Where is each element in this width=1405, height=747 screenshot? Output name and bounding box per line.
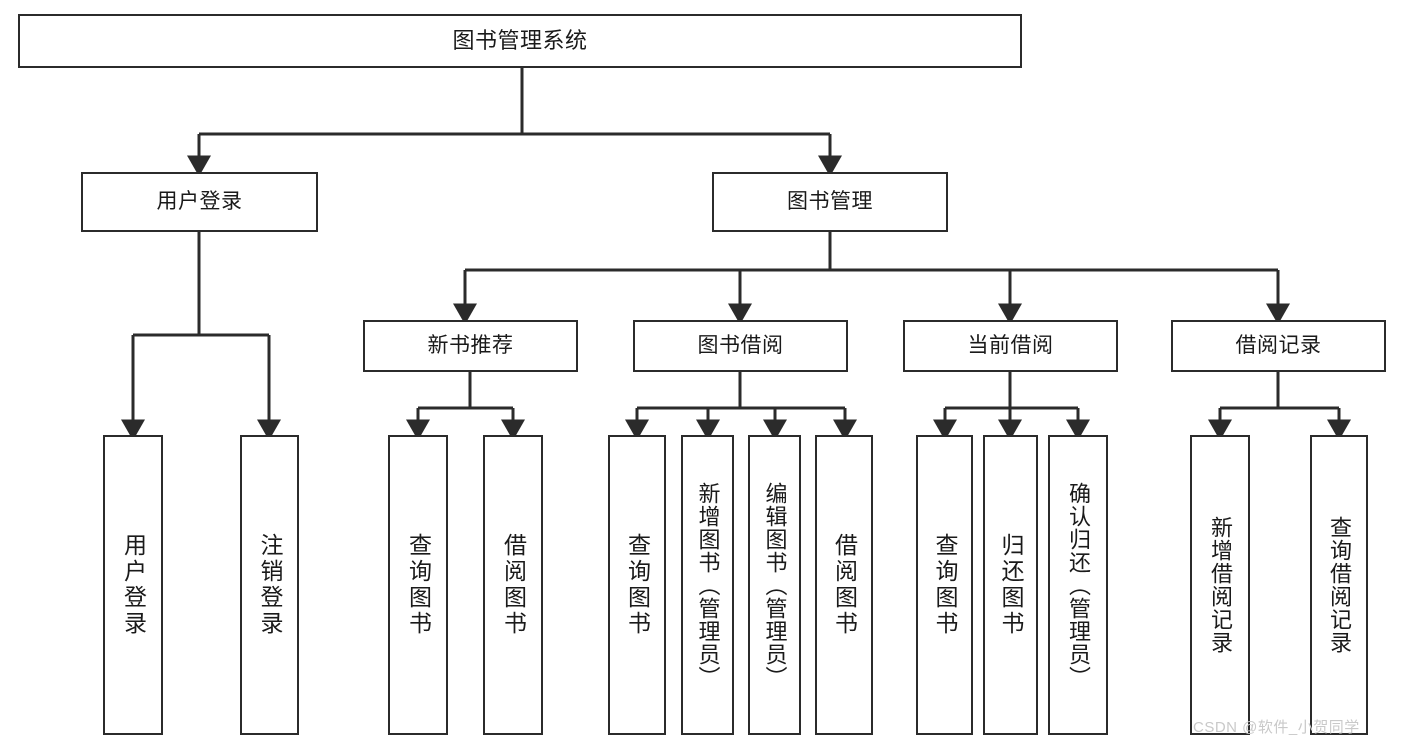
node-label: 查询图书 — [624, 533, 651, 637]
node-label: 新增图书（管理员） — [695, 481, 721, 689]
node-label: 查询借阅记录 — [1327, 516, 1352, 654]
node-book-borrowing[interactable]: 图书借阅 — [633, 320, 848, 372]
leaf-logout[interactable]: 注销登录 — [240, 435, 299, 735]
node-label: 新书推荐 — [427, 334, 514, 358]
node-borrowing-records[interactable]: 借阅记录 — [1171, 320, 1386, 372]
leaf-query-books-new[interactable]: 查询图书 — [388, 435, 448, 735]
node-label: 查询图书 — [932, 533, 958, 637]
node-label: 查询图书 — [405, 533, 432, 637]
leaf-add-book-admin[interactable]: 新增图书（管理员） — [681, 435, 734, 735]
csdn-watermark: CSDN @软件_小贺同学 — [1193, 719, 1360, 736]
node-new-book-recommendation[interactable]: 新书推荐 — [363, 320, 578, 372]
node-label: 当前借阅 — [967, 334, 1054, 358]
node-label: 借阅图书 — [500, 533, 527, 637]
leaf-query-borrow-record[interactable]: 查询借阅记录 — [1310, 435, 1368, 735]
leaf-confirm-return-admin[interactable]: 确认归还（管理员） — [1048, 435, 1108, 735]
leaf-user-login[interactable]: 用户登录 — [103, 435, 163, 735]
node-label: 注销登录 — [257, 533, 283, 637]
node-label: 图书借阅 — [697, 334, 784, 358]
node-label: 图书管理 — [787, 190, 873, 214]
leaf-query-books-borrow[interactable]: 查询图书 — [608, 435, 666, 735]
node-current-borrowing[interactable]: 当前借阅 — [903, 320, 1118, 372]
leaf-borrow-books-new[interactable]: 借阅图书 — [483, 435, 543, 735]
node-label: 用户登录 — [156, 190, 243, 214]
node-label: 归还图书 — [998, 533, 1024, 637]
node-label: 确认归还（管理员） — [1066, 481, 1091, 689]
node-label: 图书管理系统 — [452, 27, 588, 53]
leaf-return-books[interactable]: 归还图书 — [983, 435, 1038, 735]
leaf-add-borrow-record[interactable]: 新增借阅记录 — [1190, 435, 1250, 735]
leaf-borrow-books[interactable]: 借阅图书 — [815, 435, 873, 735]
node-root-system[interactable]: 图书管理系统 — [18, 14, 1022, 68]
node-label: 新增借阅记录 — [1208, 516, 1233, 654]
node-label: 借阅图书 — [831, 533, 858, 637]
node-book-management[interactable]: 图书管理 — [712, 172, 948, 232]
leaf-edit-book-admin[interactable]: 编辑图书（管理员） — [748, 435, 801, 735]
node-user-login[interactable]: 用户登录 — [81, 172, 318, 232]
node-label: 编辑图书（管理员） — [762, 481, 788, 689]
node-label: 借阅记录 — [1235, 334, 1322, 358]
node-label: 用户登录 — [120, 533, 147, 637]
leaf-query-books-current[interactable]: 查询图书 — [916, 435, 973, 735]
